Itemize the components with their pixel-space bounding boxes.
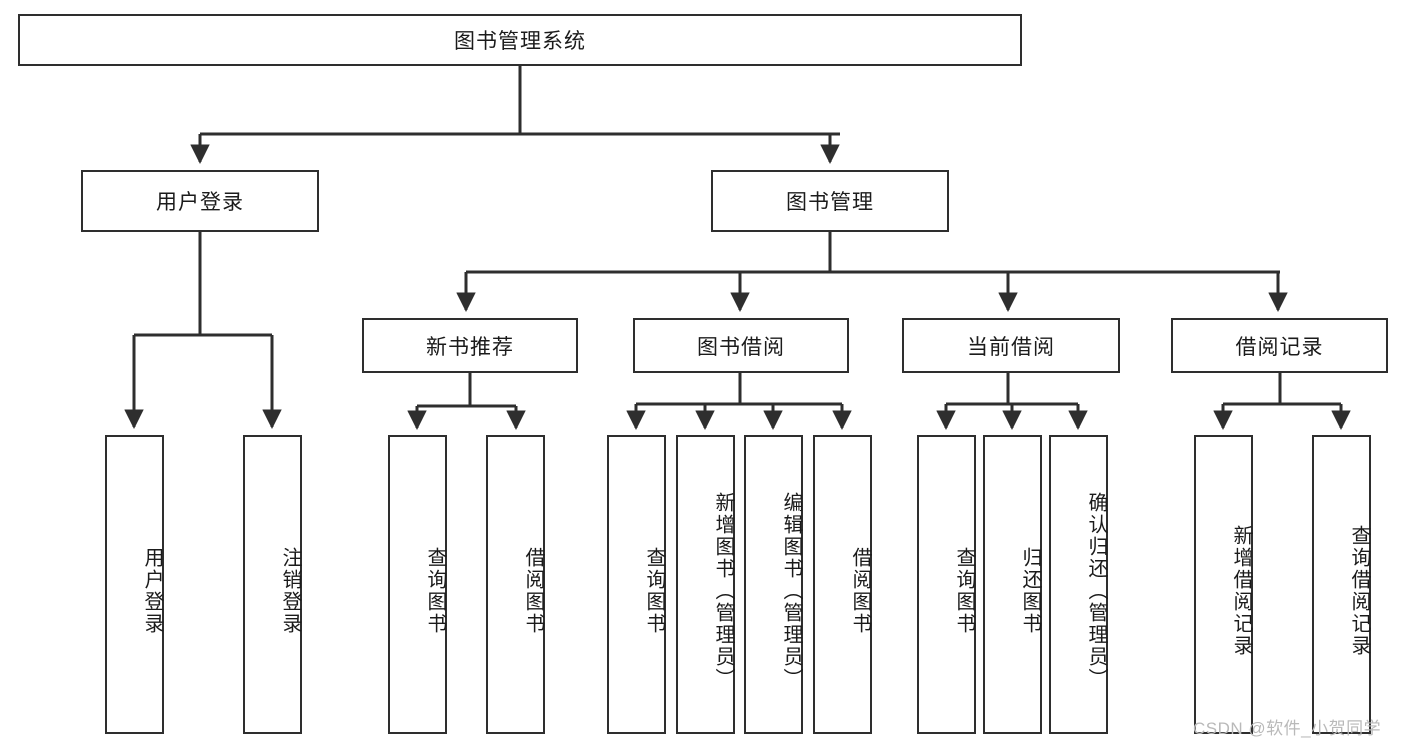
node-leaf-confirm-return-label: 确认归还（管理员） [1085, 491, 1107, 690]
node-book-borrow-label: 图书借阅 [697, 335, 785, 359]
node-leaf-add-book[interactable]: 新增图书（管理员） [676, 435, 735, 734]
node-leaf-query-record[interactable]: 查询借阅记录 [1312, 435, 1371, 734]
node-leaf-query-book-1[interactable]: 查询图书 [388, 435, 447, 734]
node-leaf-borrow-book-1-label: 借阅图书 [522, 546, 544, 635]
node-new-book-rec[interactable]: 新书推荐 [362, 318, 578, 373]
node-leaf-user-logout[interactable]: 注销登录 [243, 435, 302, 734]
csdn-watermark: CSDN @软件_小贺同学 [1193, 719, 1382, 738]
node-borrow-record[interactable]: 借阅记录 [1171, 318, 1388, 373]
node-leaf-query-book-2-label: 查询图书 [643, 546, 665, 635]
node-borrow-record-label: 借阅记录 [1235, 335, 1324, 359]
node-current-borrow[interactable]: 当前借阅 [902, 318, 1120, 373]
node-leaf-return-book-label: 归还图书 [1019, 546, 1041, 635]
node-root-label: 图书管理系统 [454, 30, 586, 53]
node-leaf-user-login[interactable]: 用户登录 [105, 435, 164, 734]
node-leaf-borrow-book-2-label: 借阅图书 [849, 546, 871, 635]
node-leaf-query-book-3[interactable]: 查询图书 [917, 435, 976, 734]
node-leaf-return-book[interactable]: 归还图书 [983, 435, 1042, 734]
node-leaf-add-book-label: 新增图书（管理员） [712, 491, 734, 690]
node-user-login[interactable]: 用户登录 [81, 170, 319, 232]
node-leaf-user-logout-label: 注销登录 [279, 546, 301, 635]
node-leaf-query-record-label: 查询借阅记录 [1348, 524, 1370, 657]
node-book-borrow[interactable]: 图书借阅 [633, 318, 849, 373]
node-leaf-borrow-book-1[interactable]: 借阅图书 [486, 435, 545, 734]
node-new-book-rec-label: 新书推荐 [426, 335, 514, 359]
node-leaf-confirm-return[interactable]: 确认归还（管理员） [1049, 435, 1108, 734]
node-leaf-query-book-1-label: 查询图书 [424, 546, 446, 635]
node-current-borrow-label: 当前借阅 [967, 335, 1055, 359]
node-leaf-borrow-book-2[interactable]: 借阅图书 [813, 435, 872, 734]
node-book-manage-label: 图书管理 [786, 191, 874, 214]
node-leaf-add-record-label: 新增借阅记录 [1230, 524, 1252, 657]
node-user-login-label: 用户登录 [156, 191, 244, 214]
node-leaf-edit-book[interactable]: 编辑图书（管理员） [744, 435, 803, 734]
node-leaf-user-login-label: 用户登录 [141, 546, 163, 635]
node-leaf-query-book-2[interactable]: 查询图书 [607, 435, 666, 734]
node-leaf-add-record[interactable]: 新增借阅记录 [1194, 435, 1253, 734]
node-book-manage[interactable]: 图书管理 [711, 170, 949, 232]
node-root[interactable]: 图书管理系统 [18, 14, 1022, 66]
node-leaf-query-book-3-label: 查询图书 [953, 546, 975, 635]
node-leaf-edit-book-label: 编辑图书（管理员） [780, 491, 802, 690]
